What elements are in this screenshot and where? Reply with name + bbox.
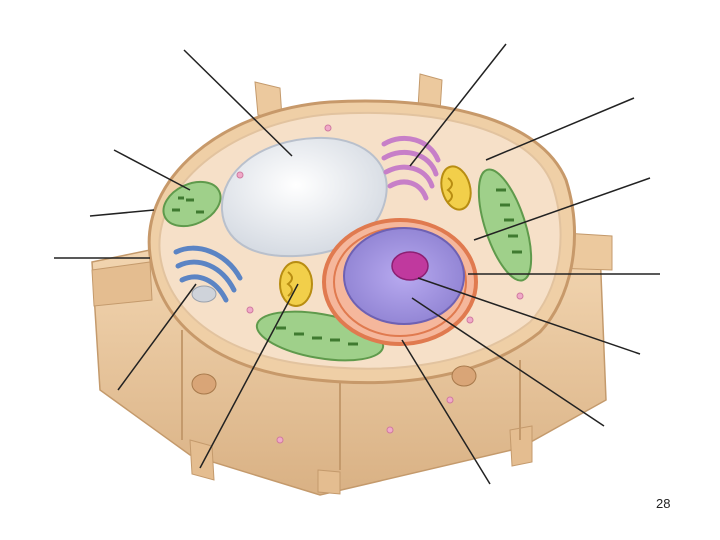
leader-golgi-pink [409, 43, 507, 167]
leader-mitochondrion [199, 283, 299, 469]
leader-golgi-blue [117, 283, 197, 391]
leader-chloroplast-right [473, 177, 651, 241]
golgi-apparatus-blue [173, 245, 243, 303]
golgi-apparatus-pink [381, 135, 441, 201]
nucleolus [391, 251, 429, 281]
leader-chloroplast-upper [113, 149, 191, 191]
pore-right [451, 365, 477, 387]
leader-vacuole [183, 49, 293, 157]
leader-nucleolus [417, 277, 641, 355]
leader-chromatin [411, 297, 605, 427]
chloroplast-right [477, 168, 533, 282]
mitochondrion-upper [440, 165, 472, 211]
leader-cell-wall-right [485, 97, 635, 161]
leader-cell-membrane [89, 209, 155, 217]
leader-lines [54, 43, 660, 485]
mitochondrion-lower [279, 261, 313, 307]
page-number: 28 [656, 496, 671, 511]
vesicle-grey [191, 285, 217, 303]
central-vacuole [220, 136, 388, 258]
vesicles [236, 124, 524, 444]
leader-rough-er [401, 339, 491, 485]
pore-left [191, 373, 217, 395]
